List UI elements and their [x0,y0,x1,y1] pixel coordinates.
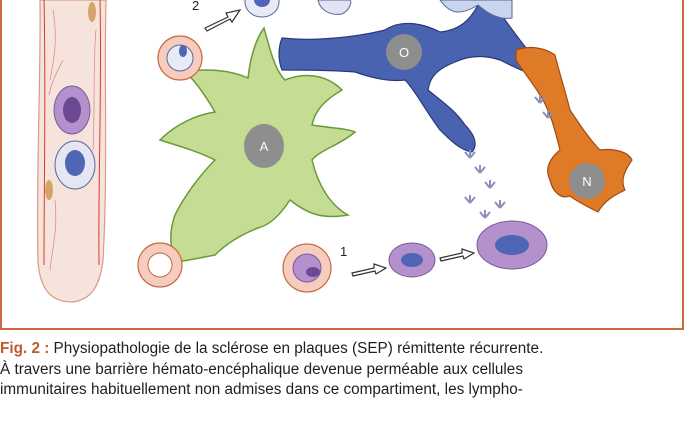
caption-label: Fig. 2 : [0,340,50,357]
astrocyte-label: A [260,139,269,154]
astrocyte: A [158,26,357,263]
neuron: N [515,46,633,213]
migrating-monocyte [157,35,203,81]
top-cell [244,0,352,18]
activated-lymphocyte [476,220,548,270]
bottom-vessel-wall [137,242,183,288]
antibody-cluster [464,95,554,219]
caption-line-1: Fig. 2 : Physiopathologie de la sclérose… [0,339,686,360]
vessel-lymphocyte [53,85,91,135]
step-2-label: 2 [192,0,199,13]
migrating-lymphocyte [282,243,332,293]
oligodendrocyte: O [278,0,549,153]
oligodendrocyte-label: O [399,45,409,60]
caption-line-2: À travers une barrière hémato-encéphaliq… [0,360,523,378]
caption-line-3: immunitaires habituellement non admises … [0,381,523,398]
lymphocyte-in-tissue [388,242,436,278]
step-1-label: 1 [340,244,347,259]
caption-text-1: Physiopathologie de la sclérose en plaqu… [49,340,544,357]
vessel-monocyte [54,140,96,190]
neuron-label: N [582,174,591,189]
figure-illustration: A O N [36,0,633,303]
migration-arrows [204,9,476,277]
figure-caption: Fig. 2 : Physiopathologie de la sclérose… [0,339,686,430]
